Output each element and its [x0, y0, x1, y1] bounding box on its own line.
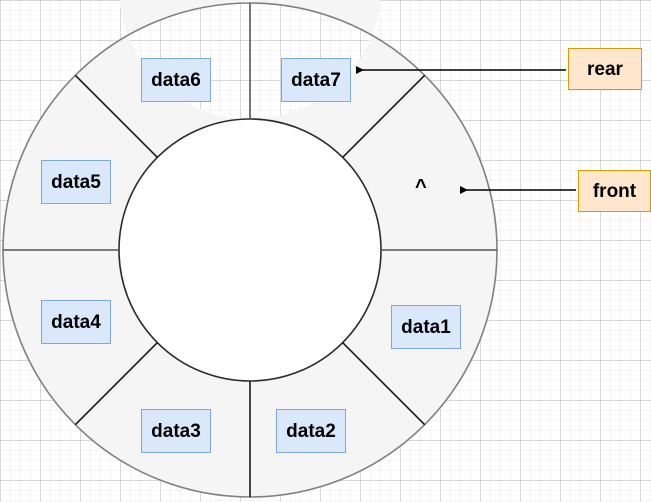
sector-label-data7-text: data7: [291, 69, 341, 91]
sector-label-data7[interactable]: data7: [281, 58, 351, 102]
sector-label-data1[interactable]: data1: [391, 305, 461, 349]
inner-circle: [118, 118, 382, 382]
sector-dividers: [3, 3, 497, 497]
divider-45deg: [342, 342, 426, 426]
sector-label-data1-text: data1: [401, 316, 451, 338]
annotation-rear[interactable]: rear: [568, 48, 642, 90]
sector-label-data6-text: data6: [151, 69, 201, 91]
sector-label-data2-text: data2: [286, 420, 336, 442]
divider-315deg: [342, 74, 426, 158]
sector-label-data3[interactable]: data3: [141, 409, 211, 453]
sector-label-data6[interactable]: data6: [141, 58, 211, 102]
sector-label-data4-text: data4: [51, 311, 101, 333]
divider-225deg: [74, 74, 158, 158]
sector-label-data5-text: data5: [51, 171, 101, 193]
annotation-front[interactable]: front: [578, 170, 651, 212]
annotation-rear-text: rear: [587, 58, 623, 80]
sector-label-data2[interactable]: data2: [276, 409, 346, 453]
divider-135deg: [74, 342, 158, 426]
sector-label-data4[interactable]: data4: [41, 300, 111, 344]
sector-label-data3-text: data3: [151, 420, 201, 442]
sector-label-data5[interactable]: data5: [41, 160, 111, 204]
annotation-front-text: front: [592, 180, 637, 202]
front-pointer-caret-icon: ^: [415, 176, 427, 198]
